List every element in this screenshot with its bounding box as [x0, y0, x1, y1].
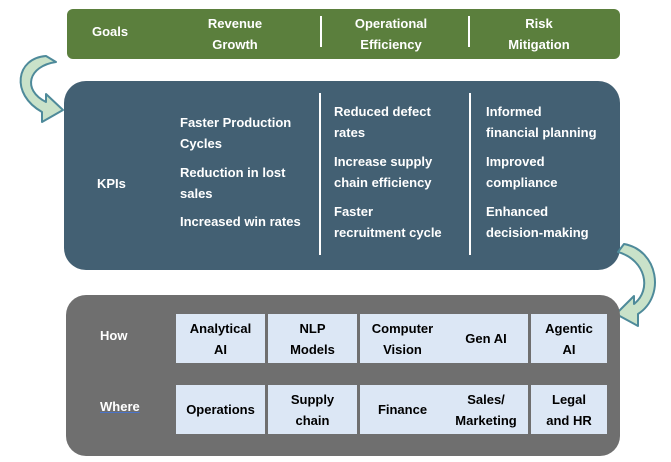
- where-label: Where: [100, 399, 140, 414]
- goal-line: Mitigation: [508, 37, 570, 52]
- goal-line: Operational: [354, 16, 428, 31]
- cell-line: Operations: [186, 402, 255, 417]
- goal-line: Growth: [212, 37, 258, 52]
- kpi-supply-chain-efficiency: Increase supply chain efficiency: [334, 151, 432, 193]
- kpi-line: Improved: [486, 154, 545, 169]
- cell-line: NLP: [299, 320, 326, 336]
- cell-line: Supply: [290, 391, 335, 407]
- goal-line: Risk: [525, 16, 553, 31]
- where-cell-legal-hr: Legal and HR: [531, 385, 607, 434]
- goal-risk-mitigation: Risk Mitigation: [497, 13, 581, 55]
- cell-line: Agentic: [545, 320, 593, 336]
- cell-line: Models: [290, 341, 335, 357]
- cell-line: chain: [295, 412, 330, 428]
- kpi-line: Reduced defect: [334, 104, 431, 119]
- where-cell-operations: Operations: [176, 385, 265, 434]
- kpi-improved-compliance: Improved compliance: [486, 151, 558, 193]
- cell-line: AI: [213, 341, 227, 357]
- kpi-line: sales: [180, 186, 213, 201]
- cell-line: Finance: [377, 402, 428, 417]
- goals-label: Goals: [92, 24, 129, 39]
- goal-divider: [468, 16, 470, 47]
- cell-line: and HR: [546, 412, 592, 428]
- kpi-divider: [319, 93, 321, 255]
- kpi-line: Increased win rates: [180, 214, 301, 229]
- kpis-panel: KPIs Faster Production Cycles Reduction …: [64, 81, 620, 270]
- kpi-line: decision-making: [486, 225, 589, 240]
- cell-line: Gen AI: [465, 331, 507, 346]
- kpi-line: Reduction in lost: [180, 165, 286, 180]
- kpi-line: Informed: [486, 104, 542, 119]
- how-cell-gen-ai: Gen AI: [444, 314, 528, 363]
- cell-line: Legal: [552, 391, 586, 407]
- where-cell-supply-chain: Supply chain: [268, 385, 357, 434]
- kpi-reduced-defect-rates: Reduced defect rates: [334, 101, 431, 143]
- goal-operational-efficiency: Operational Efficiency: [339, 13, 443, 55]
- where-cell-finance: Finance: [360, 385, 445, 434]
- cell-line: AI: [562, 341, 576, 357]
- kpi-informed-financial-planning: Informed financial planning: [486, 101, 597, 143]
- cell-line: Sales/: [467, 391, 505, 407]
- kpi-line: rates: [334, 125, 366, 140]
- kpi-line: financial planning: [486, 125, 597, 140]
- goals-bar: Goals Revenue Growth Operational Efficie…: [67, 9, 620, 59]
- kpi-line: Faster: [334, 204, 374, 219]
- kpi-reduction-lost-sales: Reduction in lost sales: [180, 162, 285, 204]
- curved-arrow-left-icon: [19, 55, 64, 123]
- how-label: How: [100, 328, 128, 343]
- kpis-label: KPIs: [97, 176, 126, 191]
- goal-revenue-growth: Revenue Growth: [195, 13, 275, 55]
- kpi-increased-win-rates: Increased win rates: [180, 211, 301, 232]
- cell-line: Marketing: [455, 412, 517, 428]
- kpi-line: Faster Production: [180, 115, 292, 130]
- goal-line: Efficiency: [360, 37, 422, 52]
- kpi-enhanced-decision-making: Enhanced decision-making: [486, 201, 589, 243]
- kpi-faster-production-cycles: Faster Production Cycles: [180, 112, 291, 154]
- kpi-line: recruitment cycle: [334, 225, 442, 240]
- goal-line: Revenue: [207, 16, 263, 31]
- kpi-line: Increase supply: [334, 154, 433, 169]
- kpi-line: Enhanced: [486, 204, 549, 219]
- kpi-line: compliance: [486, 175, 558, 190]
- kpi-divider: [469, 93, 471, 255]
- how-cell-nlp-models: NLP Models: [268, 314, 357, 363]
- kpi-line: chain efficiency: [334, 175, 432, 190]
- kpi-faster-recruitment-cycle: Faster recruitment cycle: [334, 201, 442, 243]
- kpi-line: Cycles: [180, 136, 222, 151]
- cell-line: Vision: [383, 341, 422, 357]
- goal-divider: [320, 16, 322, 47]
- cell-line: Computer: [371, 320, 434, 336]
- where-cell-sales-marketing: Sales/Marketing: [444, 385, 528, 434]
- cell-line: Analytical: [189, 320, 252, 336]
